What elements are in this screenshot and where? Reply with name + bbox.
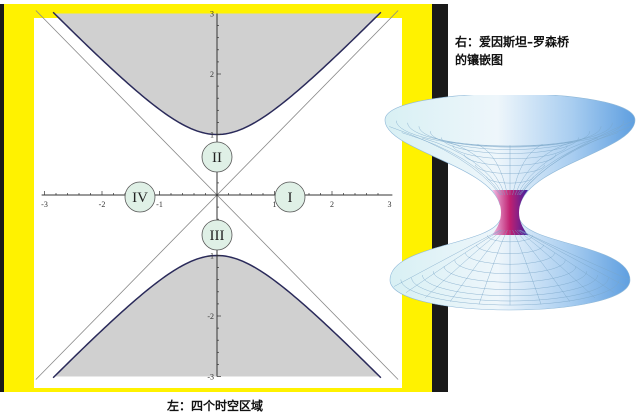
embedding-grid-line <box>449 229 506 302</box>
right-caption-line1: 右：爱因斯坦–罗森桥 <box>455 35 570 49</box>
right-caption-line2: 的镶嵌图 <box>455 53 504 67</box>
embedding-grid-line <box>421 137 504 196</box>
embedding-grid-line <box>519 229 631 281</box>
embedding-grid-line <box>516 229 595 298</box>
y-tick-label: -3 <box>207 373 214 382</box>
embedding-grid-line <box>512 144 543 196</box>
embedding-grid-line <box>405 229 502 293</box>
region-ii-label: II <box>212 150 222 166</box>
embedding-grid-line <box>514 141 573 196</box>
left-edge <box>0 4 4 392</box>
y-tick-label: -1 <box>207 252 214 261</box>
y-tick-label: -2 <box>207 312 214 321</box>
region-iii-label: III <box>210 228 225 244</box>
region-iii-circle <box>201 219 233 251</box>
embedding-grid-line <box>478 229 508 305</box>
embedding-grid-line <box>425 229 504 298</box>
x-tick-label: -2 <box>99 200 106 209</box>
embedding-grid-line <box>519 126 631 196</box>
y-tick-label: 2 <box>210 70 214 79</box>
embedding-grid-line <box>477 144 508 196</box>
region-iv-label: IV <box>132 190 148 206</box>
x-tick-label: -1 <box>156 200 163 209</box>
embedding-grid-line <box>389 126 501 196</box>
y-tick-label: 1 <box>210 131 214 140</box>
x-tick-label: -3 <box>41 200 48 209</box>
x-tick-label: 1 <box>273 200 277 209</box>
embedding-grid-line <box>393 229 501 287</box>
left-caption: 左：四个时空区域 <box>167 399 264 413</box>
embedding-grid-line <box>519 229 627 287</box>
embedding-grid-line <box>401 132 502 196</box>
x-tick-label: 3 <box>388 200 392 209</box>
region-ii-circle <box>201 141 233 173</box>
y-tick-label: 3 <box>210 10 214 19</box>
embedding-grid-line <box>512 229 542 305</box>
embedding-grid-line <box>518 132 619 196</box>
embedding-grid-line <box>516 137 599 196</box>
embedding-grid-line <box>519 119 636 196</box>
region-i-circle <box>274 181 306 213</box>
embedding-grid-line <box>447 141 506 196</box>
embedding-grid-line <box>518 229 615 293</box>
x-tick-label: 2 <box>330 200 334 209</box>
throat <box>492 190 528 235</box>
region-iv-circle <box>124 181 156 213</box>
region-i-label: I <box>288 190 293 206</box>
embedding-grid-line <box>514 229 571 302</box>
einstein-rosen-bridge-embedding <box>384 95 636 311</box>
